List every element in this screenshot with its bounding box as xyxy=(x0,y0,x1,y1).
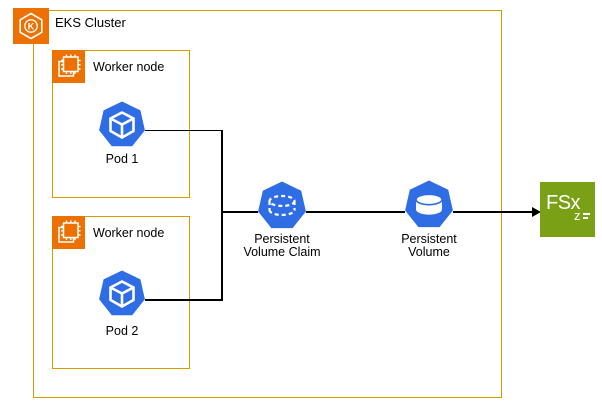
arrowhead-icon xyxy=(532,207,541,217)
worker-node-2-label: Worker node xyxy=(93,226,165,240)
pv-label-line1: Persistent xyxy=(401,232,457,246)
pv-label: Persistent Volume xyxy=(364,233,494,259)
eks-icon-letter: K xyxy=(28,22,35,32)
worker-node-1-label: Worker node xyxy=(93,60,165,74)
fsx-subscript-z: z xyxy=(574,208,581,223)
fsx-label: FSx xyxy=(546,192,581,214)
persistent-volume-icon xyxy=(405,180,453,228)
connector-pvc-pv xyxy=(306,211,405,213)
connector-junction-vertical xyxy=(221,129,223,301)
pod-icon xyxy=(99,101,145,147)
fsx-bar-icon xyxy=(583,213,590,215)
pvc-label-line2: Volume Claim xyxy=(243,245,321,259)
connector-pod1-junction xyxy=(145,129,222,131)
pod-2-label: Pod 2 xyxy=(105,324,139,338)
ec2-instance-icon xyxy=(52,50,85,83)
fsx-bar-icon xyxy=(583,217,588,219)
persistent-volume-claim-icon xyxy=(258,181,306,229)
worker-node-1-box xyxy=(52,50,190,198)
fsx-openzfs-icon: FSx z xyxy=(540,182,595,237)
pvc-label: Persistent Volume Claim xyxy=(217,233,347,259)
connector-pv-fsx xyxy=(453,211,533,213)
connector-pod2-junction xyxy=(145,299,222,301)
connector-junction-pvc xyxy=(221,211,258,213)
eks-cluster-box xyxy=(33,10,502,398)
pv-label-line2: Volume xyxy=(408,245,450,259)
pod-icon xyxy=(99,270,145,316)
eks-icon: K xyxy=(13,8,49,44)
pvc-label-line1: Persistent xyxy=(254,232,310,246)
worker-node-2-box xyxy=(52,216,190,369)
pod-1-label: Pod 1 xyxy=(105,152,139,166)
eks-cluster-label: EKS Cluster xyxy=(55,15,126,30)
ec2-instance-icon xyxy=(52,216,85,249)
